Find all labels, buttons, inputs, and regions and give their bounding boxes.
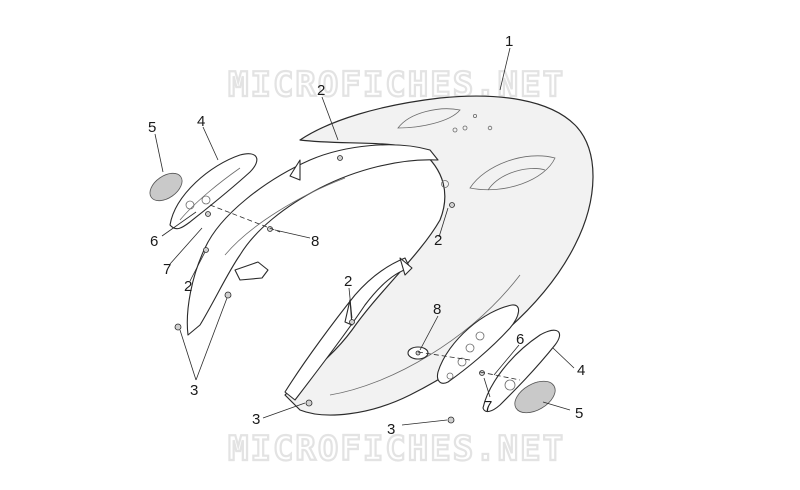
callout-3-center: 3 [387, 421, 395, 438]
callout-5-right: 5 [575, 405, 583, 422]
callout-7-right: 7 [484, 398, 492, 415]
callout-2-middle: 2 [344, 273, 352, 290]
callout-6-right: 6 [516, 331, 524, 348]
left-reflector-holder [169, 153, 258, 230]
callout-7-left: 7 [163, 261, 171, 278]
screws [174, 155, 485, 424]
leader-lines [154, 47, 575, 426]
callout-3-bottom: 3 [252, 411, 260, 428]
callout-6-left: 6 [150, 233, 158, 250]
callout-3-left: 3 [190, 382, 198, 399]
right-reflector-holder [482, 329, 560, 413]
callout-2-right: 2 [434, 232, 442, 249]
callout-5-left: 5 [148, 119, 156, 136]
callout-1: 1 [505, 33, 513, 50]
watermark-bottom: MICROFICHES.NET [228, 429, 565, 469]
left-reflector-lens [149, 172, 183, 202]
callout-8-right: 8 [433, 301, 441, 318]
rear-body-cover [284, 95, 594, 416]
reflector-bracket [436, 304, 520, 384]
callout-8-left: 8 [311, 233, 319, 250]
right-reflector-lens [514, 380, 556, 414]
callout-2-top: 2 [317, 82, 325, 99]
callout-4-right: 4 [577, 362, 585, 379]
lower-side-panel [284, 257, 413, 401]
callout-2-left: 2 [184, 278, 192, 295]
left-side-panel [186, 144, 439, 336]
callout-4-left: 4 [197, 113, 205, 130]
